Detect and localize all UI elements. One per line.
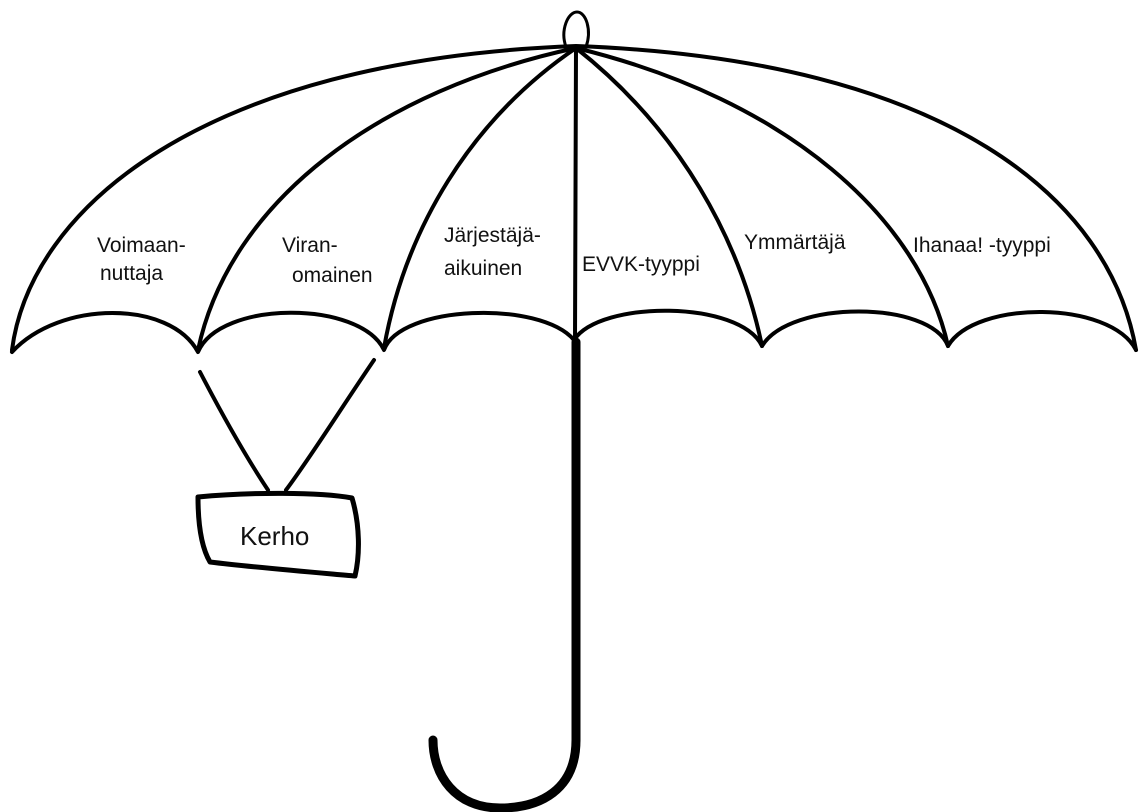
canopy-rib-5 xyxy=(576,48,948,346)
segment-1-line2: nuttaja xyxy=(100,262,163,285)
segment-label-ihanaa: Ihanaa! -tyyppi xyxy=(913,234,1051,257)
segment-3-line2: aikuinen xyxy=(444,257,522,280)
segment-label-evvk: EVVK-tyyppi xyxy=(582,253,700,276)
segment-2-line1: Viran- xyxy=(282,234,338,257)
umbrella-handle xyxy=(433,740,576,808)
umbrella-top-loop xyxy=(564,12,588,47)
canopy-rib-3 xyxy=(575,48,576,340)
segment-label-voimaannuttaja: Voimaan- nuttaja xyxy=(97,234,186,285)
kerho-string-right xyxy=(286,360,374,490)
segment-1-line1: Voimaan- xyxy=(97,234,186,257)
segment-2-line2: omainen xyxy=(292,264,373,287)
segment-6-line1: Ihanaa! -tyyppi xyxy=(913,234,1051,257)
canopy-rib-2 xyxy=(384,48,576,348)
segment-5-line1: Ymmärtäjä xyxy=(744,231,846,254)
segment-4-line1: EVVK-tyyppi xyxy=(582,253,700,276)
segment-label-jarjestaja-aikuinen: Järjestäjä- aikuinen xyxy=(444,224,541,280)
segment-3-line1: Järjestäjä- xyxy=(444,224,541,247)
segment-label-viranomainen: Viran- omainen xyxy=(282,234,373,287)
kerho-string-left xyxy=(200,372,268,490)
segment-label-ymmartaja: Ymmärtäjä xyxy=(744,231,846,254)
canopy-rib-4 xyxy=(576,48,762,346)
kerho-label: Kerho xyxy=(240,521,309,551)
